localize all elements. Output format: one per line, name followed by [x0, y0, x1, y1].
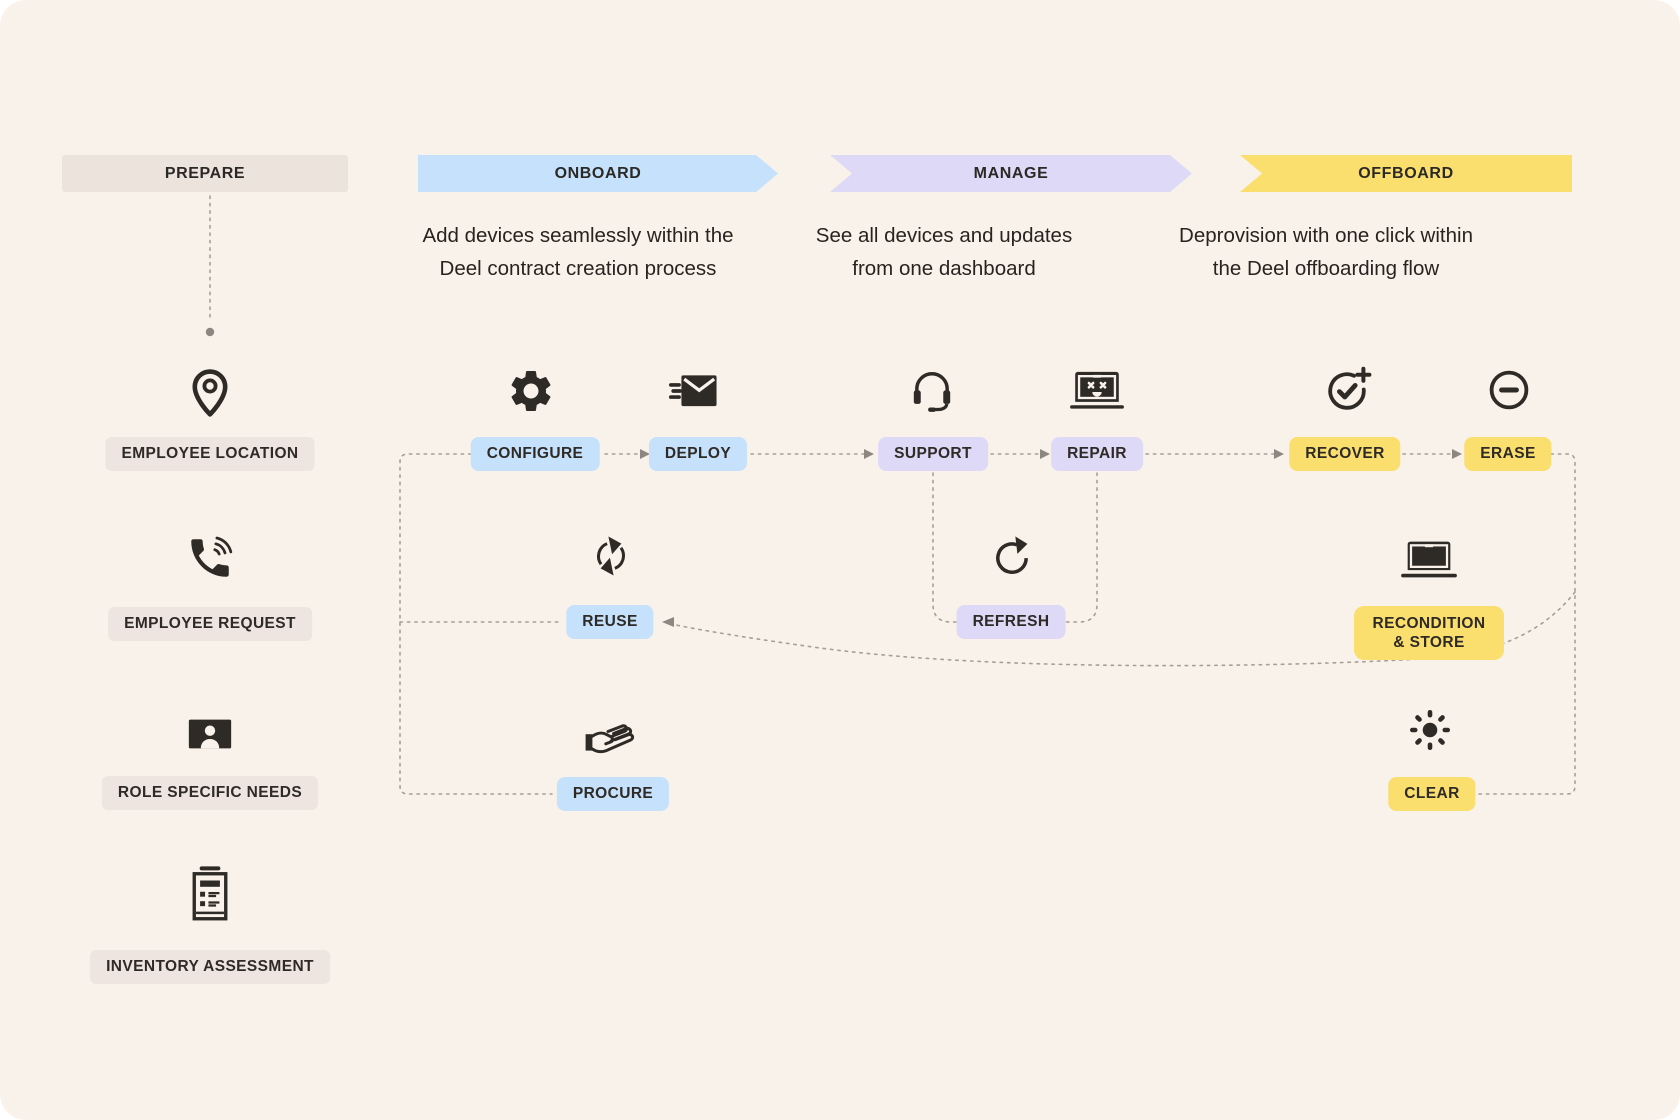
- mail-send-icon: [668, 365, 720, 417]
- support-refresh-line: [932, 472, 960, 623]
- phase-banner-onboard: ONBOARD: [418, 155, 778, 192]
- prepare-drop-dot: [205, 327, 215, 337]
- gear-icon: [506, 366, 556, 416]
- repair-refresh-line: [1062, 472, 1098, 623]
- phase-banner-prepare: PREPARE: [62, 155, 348, 192]
- flow-node-recondition-store: RECONDITION & STORE: [1354, 606, 1504, 660]
- broken-laptop-icon: [1069, 366, 1125, 413]
- flow-node-clear: CLEAR: [1388, 777, 1476, 811]
- flow-node-reuse: REUSE: [566, 605, 654, 639]
- flow-node-support: SUPPORT: [878, 437, 988, 471]
- erase-clear-loop: [1474, 453, 1576, 795]
- refresh-arrow-icon: [987, 531, 1037, 581]
- sun-icon: [1405, 705, 1455, 755]
- erase-reuse-swoop: [675, 591, 1576, 667]
- manage-description: See all devices and updates from one das…: [815, 224, 1073, 280]
- flow-node-deploy: DEPLOY: [648, 437, 748, 471]
- location-pin-icon: [186, 366, 234, 418]
- phase-banner-offboard: OFFBOARD: [1240, 155, 1572, 192]
- phone-call-icon: [185, 533, 235, 583]
- prepare-step-employee-request: EMPLOYEE REQUEST: [108, 607, 312, 641]
- check-plus-circle-icon: [1321, 364, 1373, 416]
- flow-node-recover: RECOVER: [1289, 437, 1401, 471]
- contact-card-icon: [185, 713, 235, 756]
- onboard-description: Add devices seamlessly within the Deel c…: [422, 224, 734, 280]
- flow-node-erase: ERASE: [1464, 437, 1552, 471]
- offboard-description: Deprovision with one click within the De…: [1179, 224, 1473, 280]
- giving-hand-icon: [584, 717, 644, 757]
- flow-node-procure: PROCURE: [556, 777, 670, 811]
- configure-procure-loop: [399, 453, 553, 795]
- flow-node-configure: CONFIGURE: [470, 437, 600, 471]
- laptop-icon: [1400, 536, 1458, 582]
- flow-node-refresh: REFRESH: [956, 605, 1066, 639]
- prepare-step-role-specific-needs: ROLE SPECIFIC NEEDS: [101, 776, 319, 810]
- headset-icon: [906, 364, 958, 416]
- minus-circle-icon: [1485, 366, 1533, 414]
- prepare-step-employee-location: EMPLOYEE LOCATION: [105, 437, 315, 471]
- inventory-document-icon: [183, 864, 237, 924]
- phase-banner-manage: MANAGE: [830, 155, 1192, 192]
- flow-node-repair: REPAIR: [1051, 437, 1143, 471]
- prepare-step-inventory-assessment: INVENTORY ASSESSMENT: [90, 950, 330, 984]
- sync-arrows-icon: [585, 530, 637, 582]
